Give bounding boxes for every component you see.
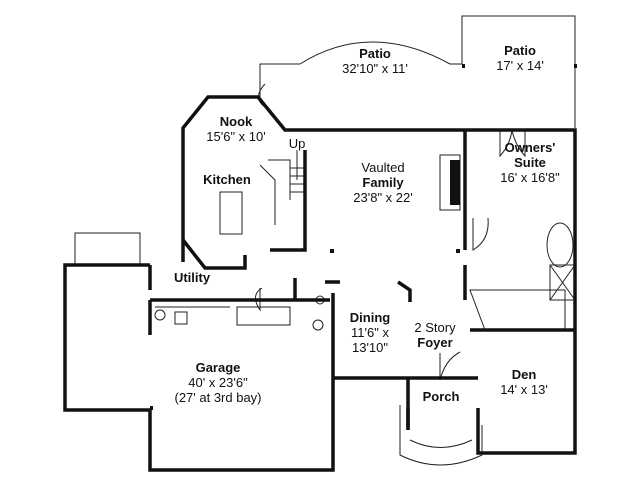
kitchen-island (219, 191, 243, 235)
garage-stub (74, 232, 141, 265)
porch-step (399, 405, 483, 466)
room-label-porch: Porch (422, 389, 460, 404)
bathtub (546, 222, 574, 268)
rear-wall (181, 95, 577, 265)
stairs-up-label: Up (288, 136, 306, 151)
patio-outline (259, 15, 576, 128)
room-label-utility: Utility (173, 270, 211, 285)
room-label-kitchen: Kitchen (203, 172, 251, 187)
